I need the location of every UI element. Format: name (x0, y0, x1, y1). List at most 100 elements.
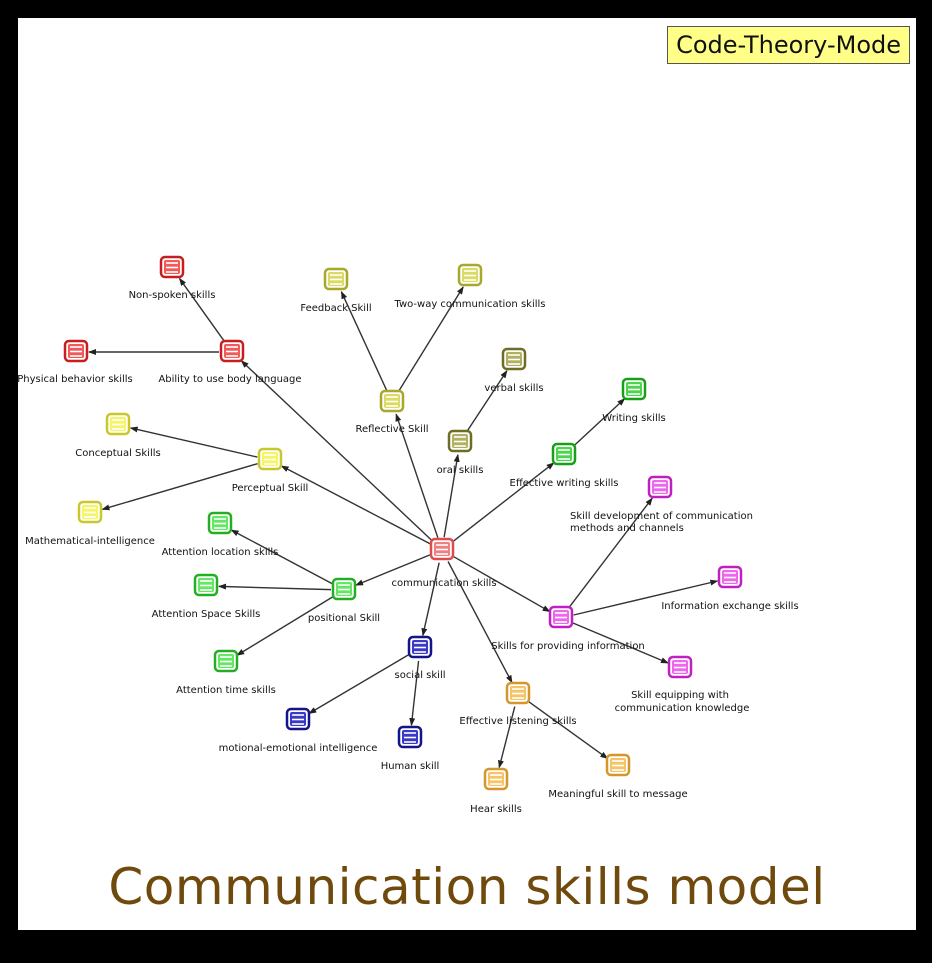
node-label: verbal skills (484, 383, 543, 394)
edge-comm-to-reflective (395, 413, 439, 538)
node-body[interactable]: Ability to use body language (158, 339, 302, 385)
node-label: Ability to use body language (158, 374, 301, 385)
node-twoway[interactable]: Two-way communication skills (393, 263, 546, 310)
edge-social-to-human (409, 660, 420, 727)
code-list-icon (193, 573, 219, 597)
node-label: Hear skills (470, 804, 522, 815)
node-label: Feedback Skill (300, 303, 371, 314)
node-label: Physical behavior skills (18, 374, 133, 385)
edge-comm-to-perceptual (280, 465, 431, 545)
node-verbal[interactable]: verbal skills (484, 347, 544, 394)
edge-positional-to-atttime (236, 596, 334, 656)
code-list-icon (717, 565, 743, 589)
node-label: motional-emotional intelligence (219, 743, 378, 754)
code-list-icon (379, 389, 405, 413)
edge-comm-to-effwrite (451, 462, 555, 543)
edge-perceptual-to-conceptual (129, 426, 258, 458)
edge-effwrite-to-writing (573, 398, 626, 447)
edge-listening-to-meaningful (528, 701, 609, 759)
node-meaningful[interactable]: Meaningful skill to message (548, 753, 688, 800)
edge-providing-to-skilldev (568, 497, 653, 609)
node-label: positional Skill (308, 613, 380, 624)
edge-positional-to-attloc (230, 529, 333, 585)
edge-comm-to-positional (355, 554, 431, 586)
code-list-icon (429, 537, 455, 561)
code-list-icon (621, 377, 647, 401)
node-writing[interactable]: Writing skills (602, 377, 666, 424)
node-label: Attention Space Skills (152, 609, 261, 620)
node-attspace[interactable]: Attention Space Skills (152, 573, 261, 620)
code-list-icon (407, 635, 433, 659)
code-list-icon (501, 347, 527, 371)
node-label: Attention time skills (176, 685, 276, 696)
node-physical[interactable]: Physical behavior skills (18, 339, 133, 385)
node-comm[interactable]: communication skills (391, 537, 497, 589)
node-nonspoken[interactable]: Non-spoken skills (129, 255, 216, 301)
edge-comm-to-body (240, 360, 434, 542)
node-perceptual[interactable]: Perceptual Skill (232, 447, 309, 494)
diagram-title: Communication skills model (108, 858, 826, 916)
node-label: Skills for providing information (491, 641, 645, 652)
code-list-icon (447, 429, 473, 453)
edge-oral-to-verbal (466, 370, 508, 432)
code-list-icon (105, 412, 131, 436)
node-reflective[interactable]: Reflective Skill (355, 389, 429, 435)
node-motional[interactable]: motional-emotional intelligence (219, 707, 378, 754)
node-providing[interactable]: Skills for providing information (491, 605, 645, 652)
node-label: Mathematical-intelligence (25, 536, 155, 547)
code-list-icon (548, 605, 574, 629)
node-effwrite[interactable]: Effective writing skills (510, 442, 619, 489)
code-list-icon (77, 500, 103, 524)
node-label: Effective listening skills (459, 716, 576, 727)
node-label: Effective writing skills (510, 478, 619, 489)
mode-badge: Code-Theory-Mode (667, 26, 910, 64)
node-label: oral skills (437, 465, 484, 476)
node-label: Perceptual Skill (232, 483, 309, 494)
node-oral[interactable]: oral skills (437, 429, 484, 476)
code-list-icon (483, 767, 509, 791)
edge-comm-to-oral (443, 453, 460, 538)
code-list-icon (667, 655, 693, 679)
node-human[interactable]: Human skill (381, 725, 440, 772)
node-attloc[interactable]: Attention location skills (162, 511, 279, 558)
node-math[interactable]: Mathematical-intelligence (25, 500, 155, 547)
node-label: Meaningful skill to message (548, 789, 687, 800)
node-feedback[interactable]: Feedback Skill (300, 267, 372, 314)
concept-map: communication skills Ability to use body … (18, 255, 799, 815)
code-list-icon (285, 707, 311, 731)
node-hear[interactable]: Hear skills (470, 767, 522, 815)
nodes-layer: communication skills Ability to use body … (18, 255, 799, 815)
code-list-icon (505, 681, 531, 705)
edge-body-to-nonspoken (178, 277, 226, 342)
node-positional[interactable]: positional Skill (308, 577, 380, 624)
node-listening[interactable]: Effective listening skills (459, 681, 577, 727)
node-conceptual[interactable]: Conceptual Skills (75, 412, 161, 459)
code-list-icon (63, 339, 89, 363)
code-list-icon (323, 267, 349, 291)
node-infoex[interactable]: Information exchange skills (661, 565, 799, 612)
code-list-icon (159, 255, 185, 279)
edge-comm-to-social (421, 562, 440, 637)
node-label: Writing skills (602, 413, 665, 424)
edge-social-to-motional (308, 654, 410, 714)
code-list-icon (647, 475, 673, 499)
code-list-icon (207, 511, 233, 535)
node-label: Two-way communication skills (393, 299, 545, 310)
node-label: Reflective Skill (355, 424, 428, 435)
node-label: Non-spoken skills (129, 290, 216, 301)
code-list-icon (213, 649, 239, 673)
code-list-icon (605, 753, 631, 777)
code-list-icon (331, 577, 357, 601)
diagram-canvas: Code-Theory-Mode communication skills Abi… (18, 18, 916, 930)
edge-listening-to-hear (498, 706, 516, 769)
node-label: Human skill (381, 761, 440, 772)
node-label: social skill (394, 670, 445, 681)
node-atttime[interactable]: Attention time skills (176, 649, 276, 696)
node-label: communication skills (391, 578, 496, 589)
node-social[interactable]: social skill (394, 635, 446, 681)
